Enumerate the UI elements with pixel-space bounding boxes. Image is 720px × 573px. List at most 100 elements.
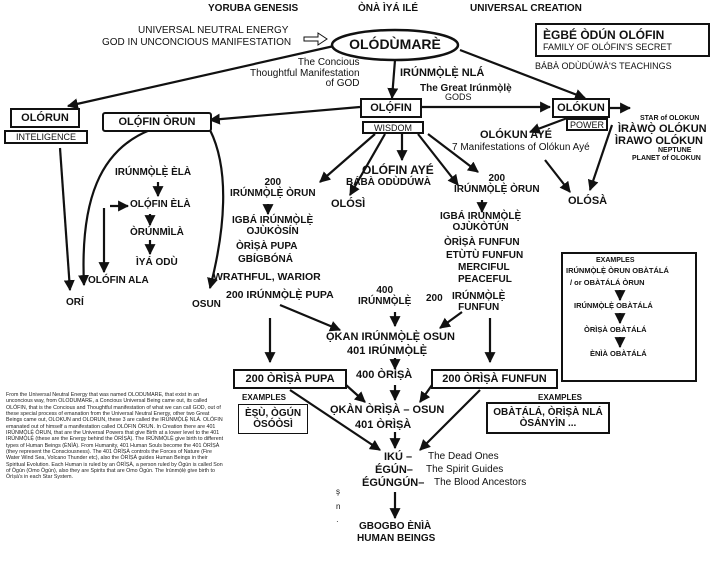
irunmole-nla: IRÚNMỌ̀LẸ̀ NLÁ	[400, 67, 485, 79]
okan-irunmole-osun: ỌKAN IRÚNMỌ̀LẸ̀ OSUN	[326, 331, 455, 343]
merciful: MERCIFUL	[458, 262, 510, 273]
n200-funfun-number: 200	[426, 293, 443, 304]
olodumare-oval	[330, 28, 460, 62]
examples-left-label: EXAMPLES	[242, 393, 287, 402]
olosi: OLÓSÌ	[331, 198, 366, 210]
examples-box-line4: ÒRÌṢÀ OBÀTÁLÁ	[584, 325, 647, 334]
okan-orisa-osun: ỌKÀN ÒRÌṢÀ – OSUN	[330, 404, 445, 416]
examples-box-label: EXAMPLES	[596, 257, 635, 264]
star-of-olokun: STAR of OLOKUN	[640, 115, 700, 122]
olofin-orun-box: OLỌ́FIN ÒRUN	[102, 112, 212, 132]
box-200-orisa-pupa: 200 ÒRÌṢÀ PUPA	[233, 369, 347, 389]
concious-text: The Concious Thoughtful Manifestation of…	[250, 57, 360, 89]
arrow-olokun-aye	[528, 115, 571, 134]
irawo-olokun-1: ÌRÀWỌ̀ OLÓKUN	[618, 123, 707, 135]
arrow-wisdom-5	[427, 133, 479, 173]
planet-of-olokun: PLANET of OLOKUN	[632, 155, 701, 162]
baba-teachings: BÁBÀ ODÙDÚWÀ'S TEACHINGS	[535, 61, 672, 71]
igba-irunmole-ojukotun: IGBÁ IRÚNMỌ̀LẸ̀ OJÙKÒTÚN	[440, 211, 522, 233]
egun-desc: The Spirit Guides	[426, 464, 504, 475]
n200-irunmole-orun-left: 200 IRÚNMỌ̀LẸ̀ ÒRUN	[230, 177, 316, 199]
examples-box-line3: IRÚNMỌ̀LẸ̀ OBÀTÁLÁ	[574, 301, 653, 310]
n400-irunmole: 400 IRÚNMỌ̀LẸ̀	[358, 285, 412, 307]
arrow-olodumare-olofin	[387, 59, 399, 100]
family-title: ÈGBÉ ÒDÚN OLÓFIN	[543, 28, 665, 42]
olofin-ala: OLÓFIN ALA	[88, 275, 149, 286]
arrow-universal-to-olodumare	[303, 32, 328, 46]
arc-olofinorun-osun	[78, 128, 151, 287]
irunmole-ela: IRÚNMỌ̀LẸ̀ ÈLÀ	[115, 167, 192, 178]
arrow-funfun-to-okan	[439, 311, 463, 329]
power-box: POWER	[566, 118, 608, 131]
orunmila: ÒRÚNMÌLÀ	[130, 227, 184, 238]
examples-box-line1: IRÚNMỌ̀LẸ̀ ÒRUN OBÀTÁLÁ	[566, 266, 669, 275]
osun: OSUN	[192, 299, 221, 310]
arrow-olofin-olofinorun	[208, 105, 361, 125]
seven-manifestations: 7 Manifestations of Olókun Ayé	[452, 142, 590, 153]
gods: GODS	[445, 92, 472, 102]
universal-energy-line2: GOD IN UNCONCIOUS MANIFESTATION	[102, 37, 292, 48]
family-sub: FAMILY OF OLÓFIN'S SECRET	[543, 42, 672, 52]
examples-box-line5: ÈNÌÀ OBÀTÁLÁ	[590, 349, 647, 358]
arrow-box-funfun-to-okan-orisa	[419, 384, 433, 403]
family-box: ÈGBÉ ÒDÚN OLÓFIN FAMILY OF OLÓFIN'S SECR…	[535, 23, 710, 57]
examples-right-label: EXAMPLES	[538, 393, 583, 402]
arrow-olodumare-olorun	[66, 44, 335, 110]
neptune: NEPTUNE	[658, 147, 692, 154]
box-200-orisa-funfun: 200 ÒRÌṢÀ FUNFUN	[431, 369, 558, 389]
arrow-box-pupa-to-iku	[289, 389, 381, 451]
margin-marks: ş n ·	[336, 487, 341, 527]
arrow-olodumare-olokun	[459, 48, 587, 100]
gbigbona: GBÍGBÓNÁ	[238, 254, 293, 265]
igba-irunmole-ojukosin: IGBÁ IRÚNMỌ̀LẸ̀ OJÙKÒSÍN	[232, 215, 314, 237]
great-irunmole: The Great Irúnmọ̀lẹ̀	[420, 83, 512, 94]
egungun-label: ÉGÚNGÚN–	[362, 477, 425, 489]
olofin-box: OLỌ́FIN	[360, 98, 422, 118]
arrow-wisdom-1	[319, 133, 376, 183]
iku-desc: The Dead Ones	[428, 451, 499, 462]
egun-label: ÉGÚN–	[375, 464, 413, 476]
irawo-olokun-2: ÌRAWO OLÓKUN	[615, 135, 703, 147]
orisa-funfun: ÒRÌṢÀ FUNFUN	[444, 237, 520, 248]
n200-irunmole-pupa: 200 IRÚNMỌ̀LẸ̀ PUPA	[226, 289, 334, 301]
examples-box-line2: / or OBÀTÁLÁ ÒRUN	[570, 278, 645, 287]
n200-irunmole-funfun: IRÚNMỌ̀LẸ̀ FUNFUN	[452, 291, 506, 313]
arrow-olokun-osa-right	[587, 124, 614, 192]
n401-orisa: 401 ÒRÌṢÀ	[355, 419, 412, 431]
examples-left-box: ÈṢÙ, ÒGÚN ÒSÓÒSÌ	[238, 404, 308, 434]
inteligence-box: INTELIGENCE	[4, 130, 88, 144]
olofin-aye: OLÓFIN AYÉ	[362, 163, 434, 177]
orisa-pupa: ÒRÌṢÀ PUPA	[236, 241, 298, 252]
n401-irunmole: 401 IRÚNMỌ̀LẸ̀	[347, 345, 428, 357]
arrow-wisdom-4	[417, 133, 459, 186]
arrow-box-funfun-to-iku	[419, 389, 481, 451]
header-yoruba-genesis: YORUBA GENESIS	[208, 3, 299, 14]
baba-oduduwa: BÁBÀ ODÙDÚWÀ	[346, 177, 431, 188]
line-olorun-ori	[58, 147, 75, 292]
etutu-funfun: ETÙTÙ FUNFUN	[446, 250, 524, 261]
narrative-paragraph: From the Universal Neutral Energy that w…	[6, 392, 224, 481]
olodumare-label: OLÓDÙMARÈ	[349, 36, 441, 52]
iku-label: IKÚ –	[384, 451, 413, 463]
peaceful: PEACEFUL	[458, 274, 512, 285]
arrow-box-pupa-to-okan-orisa	[345, 384, 366, 403]
arrow-olokun-osa-left	[544, 159, 571, 193]
arc-olofinorun-osun-right	[207, 129, 225, 290]
header-ona-iya-ile: ÒNÀ ÌYÁ ILÉ	[358, 3, 419, 14]
examples-box-frame	[561, 252, 697, 382]
examples-right-box: OBÀTÁLÁ, ÒRÌṢÀ NLÁ ÒSÁNYÌN ...	[486, 402, 610, 434]
egungun-desc: The Blood Ancestors	[434, 477, 527, 488]
olokun-box: OLÓKUN	[552, 98, 610, 118]
gbogbo-enia: GBOGBO ÈNÌÀ	[359, 521, 432, 532]
arrow-pupa-to-okan	[279, 303, 342, 332]
olosa: OLÓSÀ	[568, 195, 608, 207]
n200-irunmole-orun-right: 200 IRÚNMỌ̀LẸ̀ ÒRUN	[454, 173, 540, 195]
human-beings: HUMAN BEINGS	[357, 533, 436, 544]
olofin-ela: OLỌ́FIN ÈLÀ	[130, 199, 191, 210]
universal-energy-line1: UNIVERSAL NEUTRAL ENERGY	[138, 25, 289, 36]
arrow-wisdom-2	[349, 133, 386, 196]
olokun-aye: OLÓKUN AYÉ	[480, 129, 552, 141]
n400-orisa: 400 ÒRÌṢÀ	[356, 369, 413, 381]
